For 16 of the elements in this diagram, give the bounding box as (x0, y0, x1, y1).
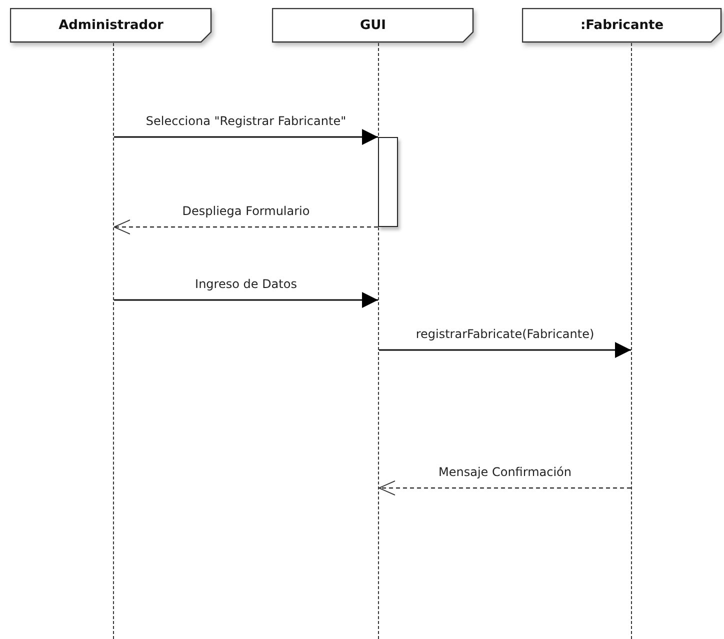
message-arrow (114, 292, 378, 308)
participant-box: GUI (272, 8, 474, 43)
message-label: registrarFabricate(Fabricante) (416, 327, 594, 341)
message-label: Ingreso de Datos (195, 277, 297, 291)
message-label: Mensaje Confirmación (438, 465, 572, 479)
message-arrow (114, 129, 378, 145)
participant-box: :Fabricante (522, 8, 722, 43)
message-label: Selecciona "Registrar Fabricante" (146, 114, 346, 128)
return-message-arrow (114, 220, 378, 234)
activation-bar (378, 137, 398, 227)
message-arrow (379, 342, 631, 358)
lifeline (113, 43, 114, 639)
lifeline (631, 43, 632, 639)
return-message-arrow (378, 480, 631, 496)
message-label: Despliega Formulario (182, 204, 310, 218)
participant-box: Administrador (10, 8, 212, 43)
